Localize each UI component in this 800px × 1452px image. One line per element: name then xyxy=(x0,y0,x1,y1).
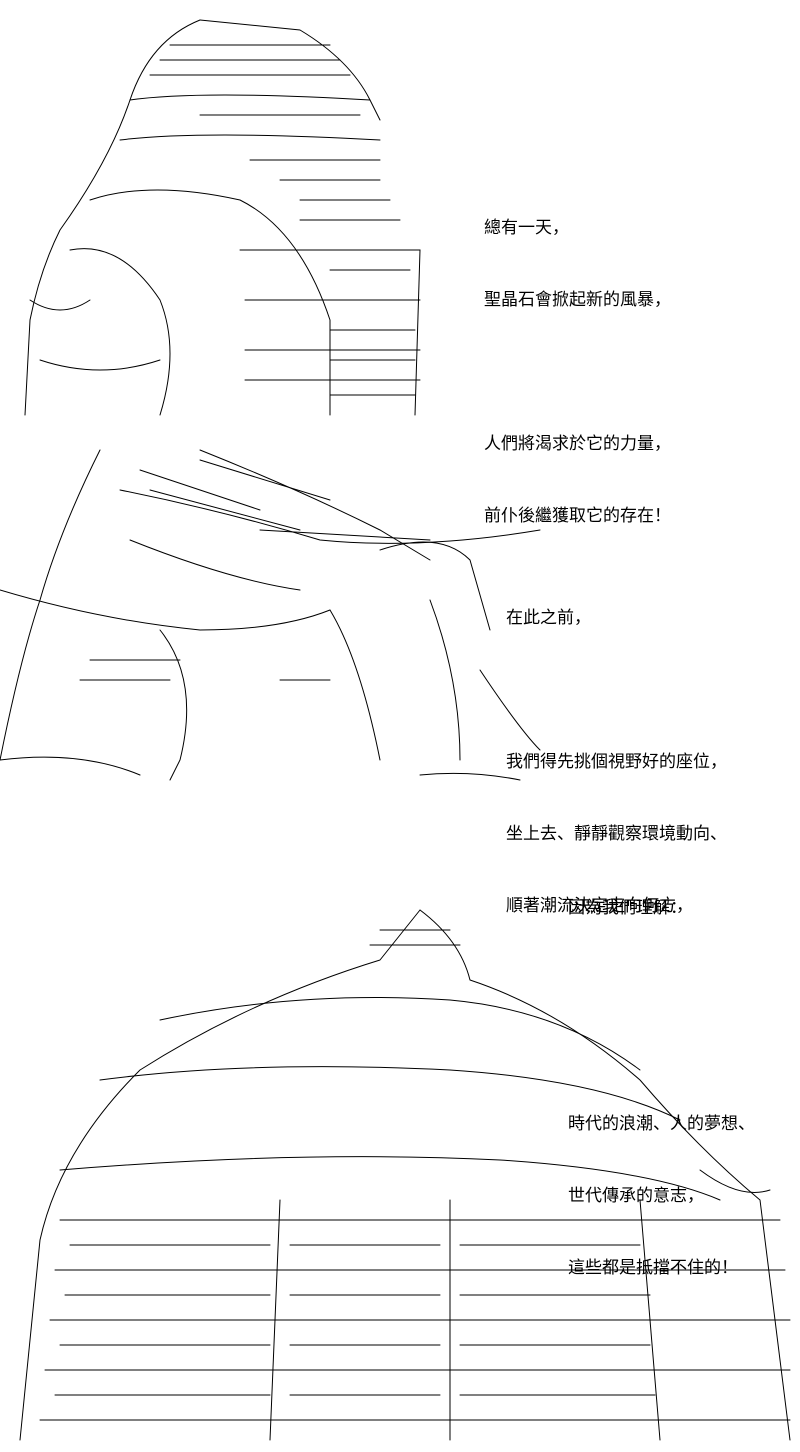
narration-gap xyxy=(506,678,727,702)
narration-gap xyxy=(568,1040,755,1064)
narration-panel-3: 因為我們理解： 時代的浪潮、人的夢想、 世代傳承的意志， 這些都是抵擋不住的！ xyxy=(568,848,755,1328)
narration-line: 因為我們理解： xyxy=(568,898,687,918)
narration-line: 前仆後繼獲取它的存在！ xyxy=(484,506,671,526)
narration-line: 在此之前， xyxy=(506,608,591,628)
hooded-figure-ascii-art xyxy=(24,19,421,416)
narration-line: 我們得先挑個視野好的座位， xyxy=(506,752,727,772)
narration-line: 這些都是抵擋不住的！ xyxy=(568,1258,738,1278)
panel-cloaked-figure: 在此之前， 我們得先挑個視野好的座位， 坐上去、靜靜觀察環境動向、 順著潮流決定… xyxy=(0,430,800,916)
narration-panel-1: 總有一天， 聖晶石會掀起新的風暴， 人們將渴求於它的力量， 前仆後繼獲取它的存在… xyxy=(484,168,671,576)
narration-gap xyxy=(484,360,671,384)
panel-hooded-figure: 總有一天， 聖晶石會掀起新的風暴， 人們將渴求於它的力量， 前仆後繼獲取它的存在… xyxy=(0,0,800,526)
panel-mound-structure: 因為我們理解： 時代的浪潮、人的夢想、 世代傳承的意志， 這些都是抵擋不住的！ xyxy=(0,820,800,1452)
narration-line: 時代的浪潮、人的夢想、 xyxy=(568,1114,755,1134)
narration-line: 世代傳承的意志， xyxy=(568,1186,704,1206)
narration-line: 聖晶石會掀起新的風暴， xyxy=(484,290,671,310)
narration-panel-2: 在此之前， 我們得先挑個視野好的座位， 坐上去、靜靜觀察環境動向、 順著潮流決定… xyxy=(506,558,727,966)
narration-line: 順著潮流決定走向何方， xyxy=(506,896,693,916)
narration-line: 坐上去、靜靜觀察環境動向、 xyxy=(506,824,727,844)
narration-gap xyxy=(568,968,755,992)
mound-structure-ascii-art xyxy=(19,909,791,1441)
narration-line: 人們將渴求於它的力量， xyxy=(484,434,671,454)
narration-line: 總有一天， xyxy=(484,218,569,238)
cloaked-figure-ascii-art xyxy=(0,449,541,781)
